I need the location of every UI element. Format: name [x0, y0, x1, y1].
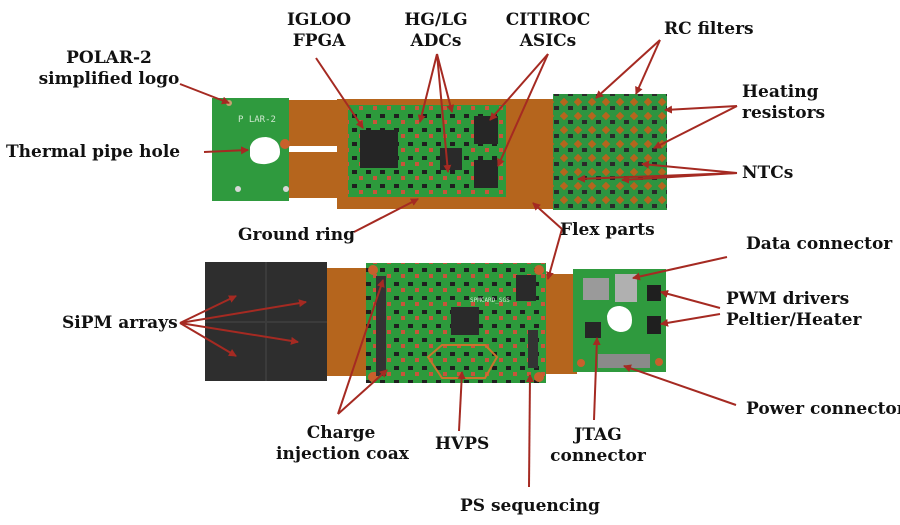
hvps-outline [426, 344, 499, 379]
label-polar-logo: POLAR-2 simplified logo [36, 48, 182, 90]
label-ps-sequencing: PS sequencing [460, 496, 600, 516]
sipm-arrays [205, 262, 327, 381]
label-rc-filters: RC filters [664, 19, 754, 39]
middle-flex [511, 99, 555, 209]
label-jtag-connector: JTAG connector [550, 425, 646, 467]
label-pwm-drivers-line2: Peltier/Heater [726, 310, 862, 330]
label-power-connector: Power connector [746, 399, 900, 419]
label-hvps: HVPS [435, 434, 490, 454]
heater-board [553, 94, 667, 210]
label-citiroc-asics-line2: ASICs [519, 31, 577, 51]
label-ground-ring: Ground ring [238, 225, 355, 245]
label-flex-parts: Flex parts [560, 220, 655, 240]
label-charge-injection-coax: Charge injection coax [276, 423, 409, 465]
label-jtag-connector-line2: connector [550, 446, 646, 466]
label-ntcs: NTCs [742, 163, 794, 183]
label-hg-lg-adcs: HG/LG ADCs [396, 10, 476, 52]
label-thermal-pipe-hole: Thermal pipe hole [6, 142, 181, 162]
bottom-flex [327, 268, 577, 376]
label-pwm-drivers: PWM drivers Peltier/Heater [726, 289, 861, 331]
label-igloo-fpga-line1: IGLOO [286, 10, 352, 30]
label-hg-lg-adcs-line1: HG/LG [404, 10, 468, 30]
thermal-pipe-hole-shape [250, 137, 280, 165]
label-data-connector: Data connector [746, 234, 893, 254]
pwm-driver-1 [647, 285, 661, 301]
citiroc-asic-2 [474, 160, 498, 188]
main-readout-board: SPMCARD_SGS [366, 263, 546, 383]
label-charge-injection-coax-line1: Charge [306, 423, 376, 443]
igloo-fpga-chip [360, 130, 398, 168]
connector-board [573, 269, 666, 372]
top-flex-strip [282, 100, 342, 198]
label-sipm-arrays: SiPM arrays [62, 313, 178, 333]
label-polar-logo-line1: POLAR-2 [66, 48, 152, 68]
pwm-driver-2 [647, 316, 661, 334]
callout-arrows [179, 39, 738, 488]
label-pwm-drivers-line1: PWM drivers [726, 289, 850, 309]
label-jtag-connector-line1: JTAG [574, 425, 622, 445]
silkscreen-board-code: SPMCARD_SGS [470, 297, 510, 304]
label-heating-resistors: Heating resistors [742, 82, 825, 124]
label-heating-resistors-line1: Heating [742, 82, 819, 102]
power-connector-part [598, 354, 650, 368]
label-citiroc-asics: CITIROC ASICs [500, 10, 596, 52]
thermal-board: P LAR-2 [212, 98, 290, 201]
label-citiroc-asics-line1: CITIROC [505, 10, 591, 30]
silkscreen-logo-text: P LAR-2 [238, 115, 276, 125]
label-igloo-fpga-line2: FPGA [292, 31, 346, 51]
citiroc-asic-1 [474, 116, 498, 144]
label-igloo-fpga: IGLOO FPGA [278, 10, 360, 52]
ground-ring-board [337, 99, 514, 209]
label-charge-injection-coax-line2: injection coax [276, 444, 409, 464]
label-hg-lg-adcs-line2: ADCs [410, 31, 462, 51]
label-heating-resistors-line2: resistors [742, 103, 826, 123]
data-connector-part [615, 274, 637, 302]
label-polar-logo-line2: simplified logo [38, 69, 180, 89]
